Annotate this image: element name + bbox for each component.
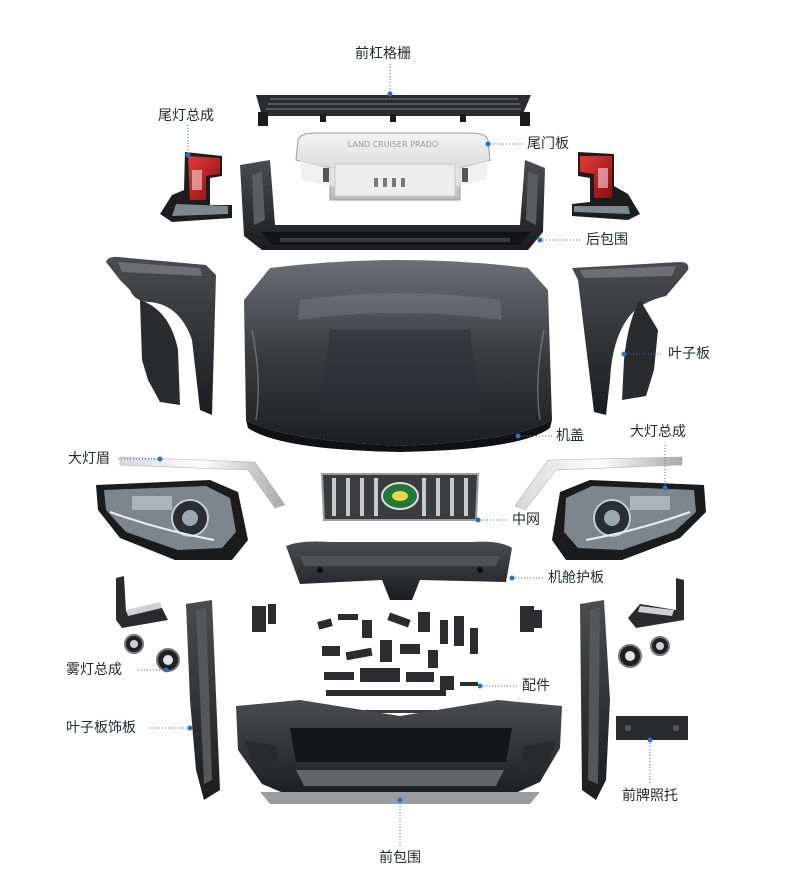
grille-part xyxy=(320,473,480,521)
label-fender: 叶子板 xyxy=(668,346,710,362)
tailgate-panel-part: LAND CRUISER PRADO xyxy=(295,132,491,201)
label-hood: 机盖 xyxy=(556,428,584,444)
tail-light-left-part xyxy=(160,152,232,222)
front-bumper-part xyxy=(236,700,562,804)
label-tail-light-assembly: 尾灯总成 xyxy=(158,108,214,124)
label-engine-splash-shield: 机舱护板 xyxy=(548,570,604,586)
callout-dots xyxy=(157,91,668,803)
headlight-left-part xyxy=(96,480,248,560)
fog-light-right-part xyxy=(618,636,670,668)
headlight-right-part xyxy=(552,480,706,560)
front-grille-bar-part xyxy=(256,95,531,126)
label-headlight-assembly: 大灯总成 xyxy=(630,424,686,440)
tail-light-right-part xyxy=(572,152,640,220)
label-front-bumper: 前包围 xyxy=(379,850,421,866)
callout-leaders xyxy=(118,64,666,848)
fender-trim-right-part xyxy=(580,600,610,800)
label-accessories: 配件 xyxy=(522,678,550,694)
label-tailgate-panel: 尾门板 xyxy=(527,136,569,152)
bumper-lip-strip-part xyxy=(330,710,480,713)
label-rear-bumper: 后包围 xyxy=(586,232,628,248)
engine-splash-shield-part xyxy=(286,541,512,600)
label-front-grille-bar: 前杠格栅 xyxy=(355,46,411,62)
label-fender-trim-panel: 叶子板饰板 xyxy=(66,720,136,736)
label-headlight-brow: 大灯眉 xyxy=(68,451,110,467)
fender-right-part xyxy=(572,262,689,415)
hood-part xyxy=(244,260,552,452)
front-plate-bracket-part xyxy=(616,716,688,740)
fog-light-bracket-right-part xyxy=(628,578,684,628)
tailgate-embossed-text: LAND CRUISER PRADO xyxy=(348,140,438,149)
fog-light-left-part xyxy=(124,634,180,672)
fender-trim-left-part xyxy=(186,600,220,800)
label-fog-light-assembly: 雾灯总成 xyxy=(66,662,122,678)
accessories-part xyxy=(317,612,478,696)
headlight-brow-left-part xyxy=(119,456,286,509)
fog-light-bracket-left-part xyxy=(116,576,168,628)
headlight-brow-right-part xyxy=(514,456,683,511)
label-front-plate-bracket: 前牌照托 xyxy=(622,788,678,804)
label-grille: 中网 xyxy=(512,512,540,528)
small-bracket-part xyxy=(252,604,542,632)
rear-bumper-part xyxy=(240,160,545,250)
fender-left-part xyxy=(106,256,216,415)
